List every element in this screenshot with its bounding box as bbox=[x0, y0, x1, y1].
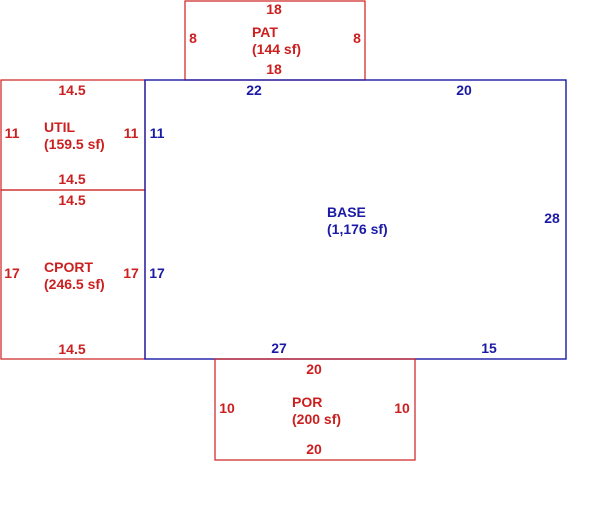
por-left-dim: 10 bbox=[219, 400, 235, 416]
pat-bottom-dim: 18 bbox=[266, 61, 282, 77]
cport-left-dim: 17 bbox=[4, 265, 20, 281]
util-left-dim: 11 bbox=[5, 125, 20, 141]
por-outline bbox=[214, 358, 416, 461]
base-top-left-dim: 22 bbox=[246, 82, 262, 98]
cport-label: CPORT bbox=[44, 259, 93, 275]
por-top-dim: 20 bbox=[306, 361, 322, 377]
util-right-dim: 11 bbox=[124, 125, 139, 141]
base-top-right-dim: 20 bbox=[456, 82, 472, 98]
pat-area: (144 sf) bbox=[252, 41, 301, 57]
base-right-dim: 28 bbox=[544, 210, 560, 226]
pat-left-dim: 8 bbox=[189, 30, 197, 46]
base-label: BASE bbox=[327, 204, 366, 220]
util-bottom-dim: 14.5 bbox=[58, 171, 85, 187]
cport-right-dim: 17 bbox=[123, 265, 139, 281]
cport-bottom-dim: 14.5 bbox=[58, 341, 85, 357]
por-area: (200 sf) bbox=[292, 411, 341, 427]
util-area: (159.5 sf) bbox=[44, 136, 105, 152]
base-left-lower-dim: 17 bbox=[149, 265, 165, 281]
base-bottom-left-dim: 27 bbox=[271, 340, 287, 356]
pat-top-dim: 18 bbox=[266, 1, 282, 17]
por-right-dim: 10 bbox=[394, 400, 410, 416]
cport-top-dim: 14.5 bbox=[58, 192, 85, 208]
por-bottom-dim: 20 bbox=[306, 441, 322, 457]
base-bottom-right-dim: 15 bbox=[481, 340, 497, 356]
por-label: POR bbox=[292, 394, 322, 410]
base-area: (1,176 sf) bbox=[327, 221, 388, 237]
util-label: UTIL bbox=[44, 119, 76, 135]
base-left-upper-dim: 11 bbox=[150, 125, 165, 141]
pat-right-dim: 8 bbox=[353, 30, 361, 46]
cport-area: (246.5 sf) bbox=[44, 276, 105, 292]
util-top-dim: 14.5 bbox=[58, 82, 85, 98]
pat-label: PAT bbox=[252, 24, 278, 40]
